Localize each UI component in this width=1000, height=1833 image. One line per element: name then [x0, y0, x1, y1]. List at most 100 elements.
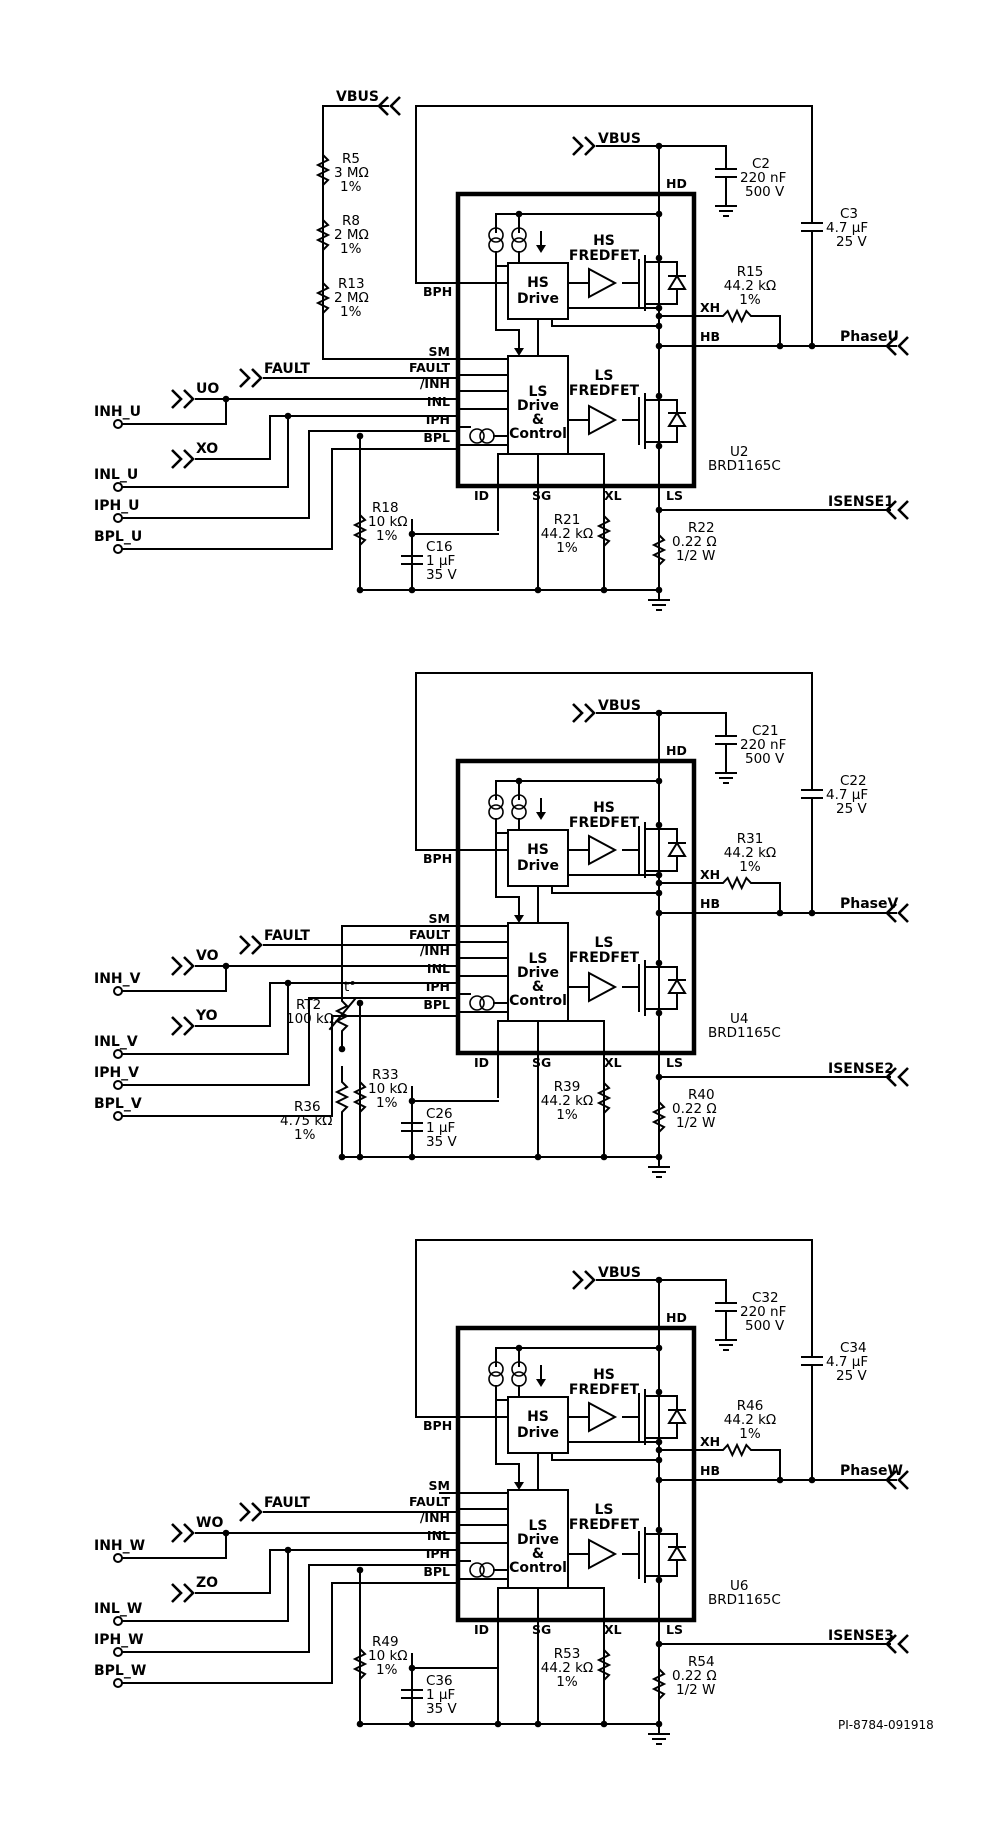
hs-drive-label: HS: [527, 275, 549, 291]
inh-pin[interactable]: [113, 986, 123, 996]
r-xh-ref: R46: [737, 1398, 764, 1414]
xh-resistor: [693, 875, 781, 891]
vbus-connector[interactable]: [572, 1270, 596, 1290]
iph-pin[interactable]: [113, 1647, 123, 1657]
r-sense-value: 0.22 Ω: [672, 1668, 717, 1684]
wire: [495, 265, 520, 331]
iph-source-icon: [469, 428, 485, 444]
r13-ref: R13: [338, 276, 365, 292]
ic-ref: U4: [730, 1011, 748, 1027]
fault-connector[interactable]: [239, 1502, 263, 1522]
rt-ref: RT2: [296, 997, 321, 1013]
diode-lead: [658, 1422, 678, 1439]
bpl-label: BPL_V: [94, 1096, 142, 1112]
wire: [341, 925, 459, 988]
iph-label: IPH_V: [94, 1065, 139, 1081]
o-signal-label: UO: [196, 381, 219, 397]
inh-pin[interactable]: [113, 1553, 123, 1563]
wire: [117, 1582, 459, 1684]
r-bpl-value: 10 kΩ: [368, 514, 408, 530]
fault-label: FAULT: [264, 361, 310, 377]
inl-pin[interactable]: [113, 1616, 123, 1626]
isense-connector[interactable]: [885, 500, 909, 520]
vbus-label: VBUS: [598, 131, 641, 147]
pin-ls: LS: [666, 1622, 683, 1637]
ic-part-number: BRD1165C: [708, 1025, 781, 1041]
diode-lead: [658, 425, 678, 443]
wire: [195, 1549, 271, 1594]
hs-fredfet: [622, 822, 687, 878]
inh-label: INH_V: [94, 971, 141, 987]
x-signal-connector[interactable]: [171, 449, 195, 469]
r-xh-tol: 1%: [739, 1426, 761, 1442]
c-bpl-value: 1 µF: [426, 1687, 455, 1703]
phase-output-connector[interactable]: [885, 903, 909, 923]
wire: [495, 832, 520, 898]
phase-output-connector[interactable]: [885, 1470, 909, 1490]
pin-xl: XL: [604, 488, 622, 503]
r-xh-value: 44.2 kΩ: [724, 845, 776, 861]
iph-pin[interactable]: [113, 1080, 123, 1090]
iph-pin[interactable]: [113, 513, 123, 523]
inl-pin[interactable]: [113, 482, 123, 492]
vbus-connector[interactable]: [572, 136, 596, 156]
sense-resistor: [651, 524, 667, 576]
wire: [495, 1399, 520, 1465]
vbus-connector[interactable]: [572, 703, 596, 723]
inl-label: INL_V: [94, 1034, 138, 1050]
isense-connector[interactable]: [885, 1067, 909, 1087]
hs-drive-label: Drive: [517, 858, 559, 874]
pin-xh: XH: [700, 867, 720, 882]
o-signal-connector[interactable]: [171, 956, 195, 976]
x-signal-label: ZO: [196, 1575, 218, 1591]
junction-dot: [655, 1388, 663, 1396]
junction-dot: [808, 342, 816, 350]
phase-output-connector[interactable]: [885, 336, 909, 356]
x-signal-connector[interactable]: [171, 1016, 195, 1036]
junction-dot: [534, 1720, 542, 1728]
inh-pin[interactable]: [113, 419, 123, 429]
c-bpl-ref: C36: [426, 1673, 453, 1689]
ls-drive-label: LS: [528, 951, 547, 967]
bpl-pin[interactable]: [113, 1111, 123, 1121]
c-top-ref: C2: [752, 156, 770, 172]
inl-label: INL_U: [94, 467, 138, 483]
ls-fredfet: [622, 393, 687, 449]
arrow-down-icon: [514, 896, 524, 923]
wire: [117, 398, 227, 425]
hs-fredfet-label: FREDFET: [569, 1382, 640, 1398]
junction-dot: [655, 1456, 663, 1464]
drawing-reference: PI-8784-091918: [838, 1718, 934, 1732]
fault-connector[interactable]: [239, 935, 263, 955]
bulk-capacitor: [715, 145, 737, 201]
pin-sg: SG: [532, 1055, 551, 1070]
o-signal-connector[interactable]: [171, 389, 195, 409]
wire: [117, 430, 459, 519]
junction-dot: [655, 1446, 663, 1454]
junction-dot: [655, 889, 663, 897]
x-signal-connector[interactable]: [171, 1583, 195, 1603]
ic-part-number: BRD1165C: [708, 458, 781, 474]
junction-dot: [534, 586, 542, 594]
inl-pin[interactable]: [113, 1049, 123, 1059]
o-signal-connector[interactable]: [171, 1523, 195, 1543]
r-xl-value: 44.2 kΩ: [541, 1093, 593, 1109]
iph-label: IPH_W: [94, 1632, 144, 1648]
r5-ref: R5: [342, 151, 360, 167]
bpl-pin[interactable]: [113, 1678, 123, 1688]
ic-ref: U2: [730, 444, 748, 460]
ls-fredfet-label: FREDFET: [569, 1517, 640, 1533]
pin-id: ID: [474, 1055, 489, 1070]
pin-ls: LS: [666, 1055, 683, 1070]
arrow-down-icon: [536, 231, 546, 253]
fault-label: FAULT: [264, 1495, 310, 1511]
bpl-pin[interactable]: [113, 544, 123, 554]
ground-symbol: [648, 1166, 670, 1178]
pin-xl: XL: [604, 1622, 622, 1637]
wire: [195, 982, 271, 1027]
junction-dot: [600, 586, 608, 594]
fault-connector[interactable]: [239, 368, 263, 388]
r-bpl-tol: 1%: [376, 1095, 398, 1111]
hs-drive-label: HS: [527, 1409, 549, 1425]
isense-connector[interactable]: [885, 1634, 909, 1654]
